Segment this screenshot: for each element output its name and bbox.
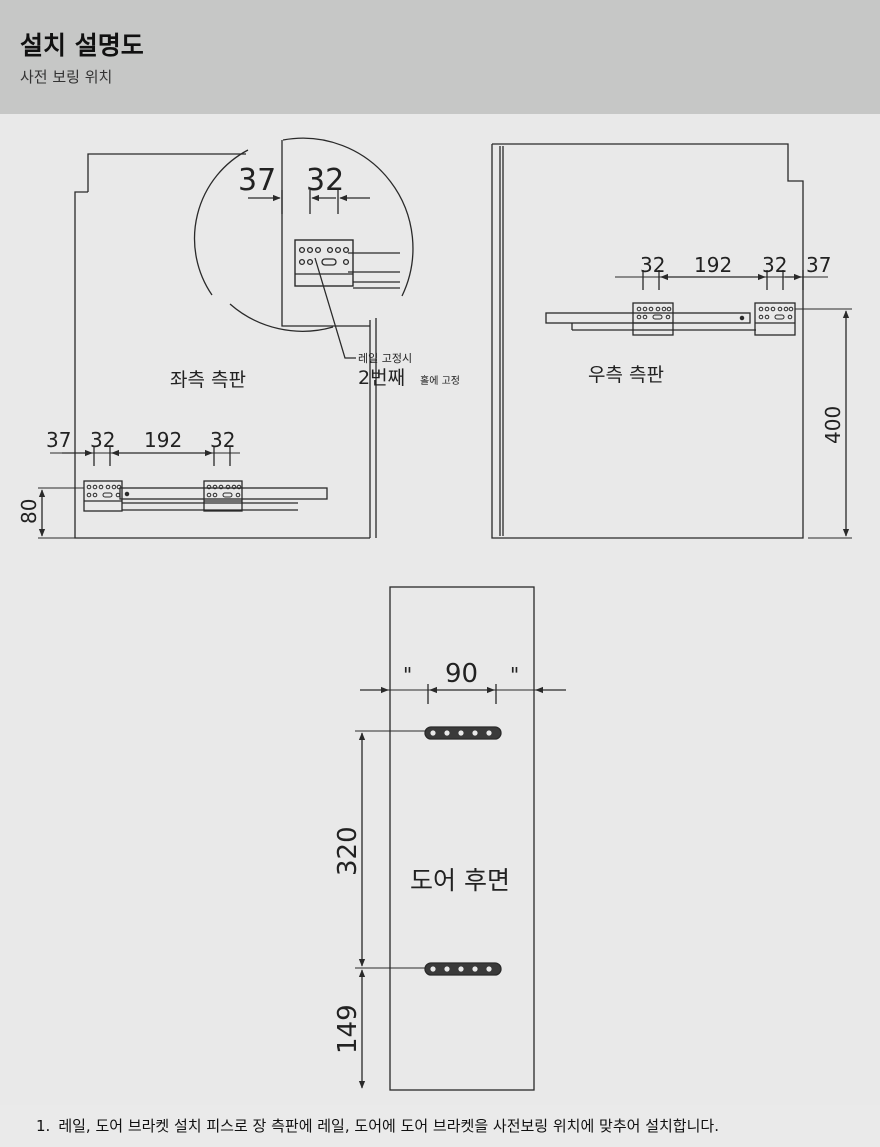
right-side-panel bbox=[491, 143, 852, 539]
right-rail-bracket-front bbox=[632, 302, 674, 336]
right-dim-37: 37 bbox=[806, 253, 831, 277]
left-dim-32a: 32 bbox=[90, 428, 115, 452]
page-title: 설치 설명도 bbox=[20, 31, 144, 60]
left-panel-texts: 37 32 레일 고정시 2번째 홀에 고정 좌측 측판 37 32 192 3… bbox=[17, 163, 460, 524]
door-outline bbox=[389, 586, 535, 1091]
left-panel-label: 좌측 측판 bbox=[170, 369, 246, 391]
footnote-text-row: 1. 레일, 도어 브라켓 설치 피스로 장 측판에 레일, 도어에 도어 브라켓… bbox=[36, 1115, 719, 1136]
left-panel-outline-b bbox=[74, 191, 370, 539]
left-rail-bracket-rear bbox=[203, 480, 243, 512]
right-panel-texts: 32 192 32 37 우측 측판 400 bbox=[588, 253, 845, 444]
header-bar: 설치 설명도 사전 보링 위치 bbox=[0, 0, 880, 114]
door-quote-right: " bbox=[510, 663, 519, 687]
note-leader bbox=[314, 257, 356, 359]
door-panel bbox=[355, 586, 566, 1091]
left-dim-32b: 32 bbox=[210, 428, 235, 452]
door-panel-texts: " 90 " 도어 후면 320 149 bbox=[333, 659, 519, 1054]
footnote-number: 1. bbox=[36, 1117, 51, 1135]
left-dim-37: 37 bbox=[46, 428, 71, 452]
footnote-text: 레일, 도어 브라켓 설치 피스로 장 측판에 레일, 도어에 도어 브라켓을 … bbox=[58, 1117, 719, 1135]
door-quote-left: " bbox=[403, 663, 412, 687]
right-dim-192: 192 bbox=[694, 253, 732, 277]
left-dim-192: 192 bbox=[144, 428, 182, 452]
zoom-dim-32: 32 bbox=[306, 163, 344, 198]
right-panel-label: 우측 측판 bbox=[588, 364, 664, 386]
footer-note: 1. 레일, 도어 브라켓 설치 피스로 장 측판에 레일, 도어에 도어 브라켓… bbox=[0, 1105, 880, 1147]
right-dim-400: 400 bbox=[821, 406, 845, 444]
right-dim-32a: 32 bbox=[640, 253, 665, 277]
door-dim-149: 149 bbox=[333, 1004, 363, 1054]
note-small: 홀에 고정 bbox=[420, 374, 460, 387]
left-side-panel bbox=[38, 137, 414, 539]
left-panel-outline bbox=[87, 153, 246, 192]
door-dim-90: 90 bbox=[445, 659, 478, 689]
installation-diagram: 37 32 레일 고정시 2번째 홀에 고정 좌측 측판 37 32 192 3… bbox=[17, 137, 852, 1091]
zoom-dim-37: 37 bbox=[238, 163, 276, 198]
left-dim-80: 80 bbox=[17, 499, 41, 524]
note-line1: 레일 고정시 bbox=[358, 351, 412, 365]
right-rail-bracket-rear bbox=[754, 302, 796, 336]
left-rail-bracket-front bbox=[83, 480, 123, 512]
door-label: 도어 후면 bbox=[410, 866, 510, 895]
page-subtitle: 사전 보링 위치 bbox=[20, 68, 113, 86]
left-rail bbox=[119, 487, 328, 500]
zoom-circle bbox=[193, 149, 249, 296]
right-dim-32b: 32 bbox=[762, 253, 787, 277]
door-dim-320: 320 bbox=[333, 826, 363, 876]
right-panel-outline bbox=[491, 143, 804, 539]
right-rail bbox=[545, 312, 751, 324]
note-big: 2번째 bbox=[358, 367, 405, 389]
